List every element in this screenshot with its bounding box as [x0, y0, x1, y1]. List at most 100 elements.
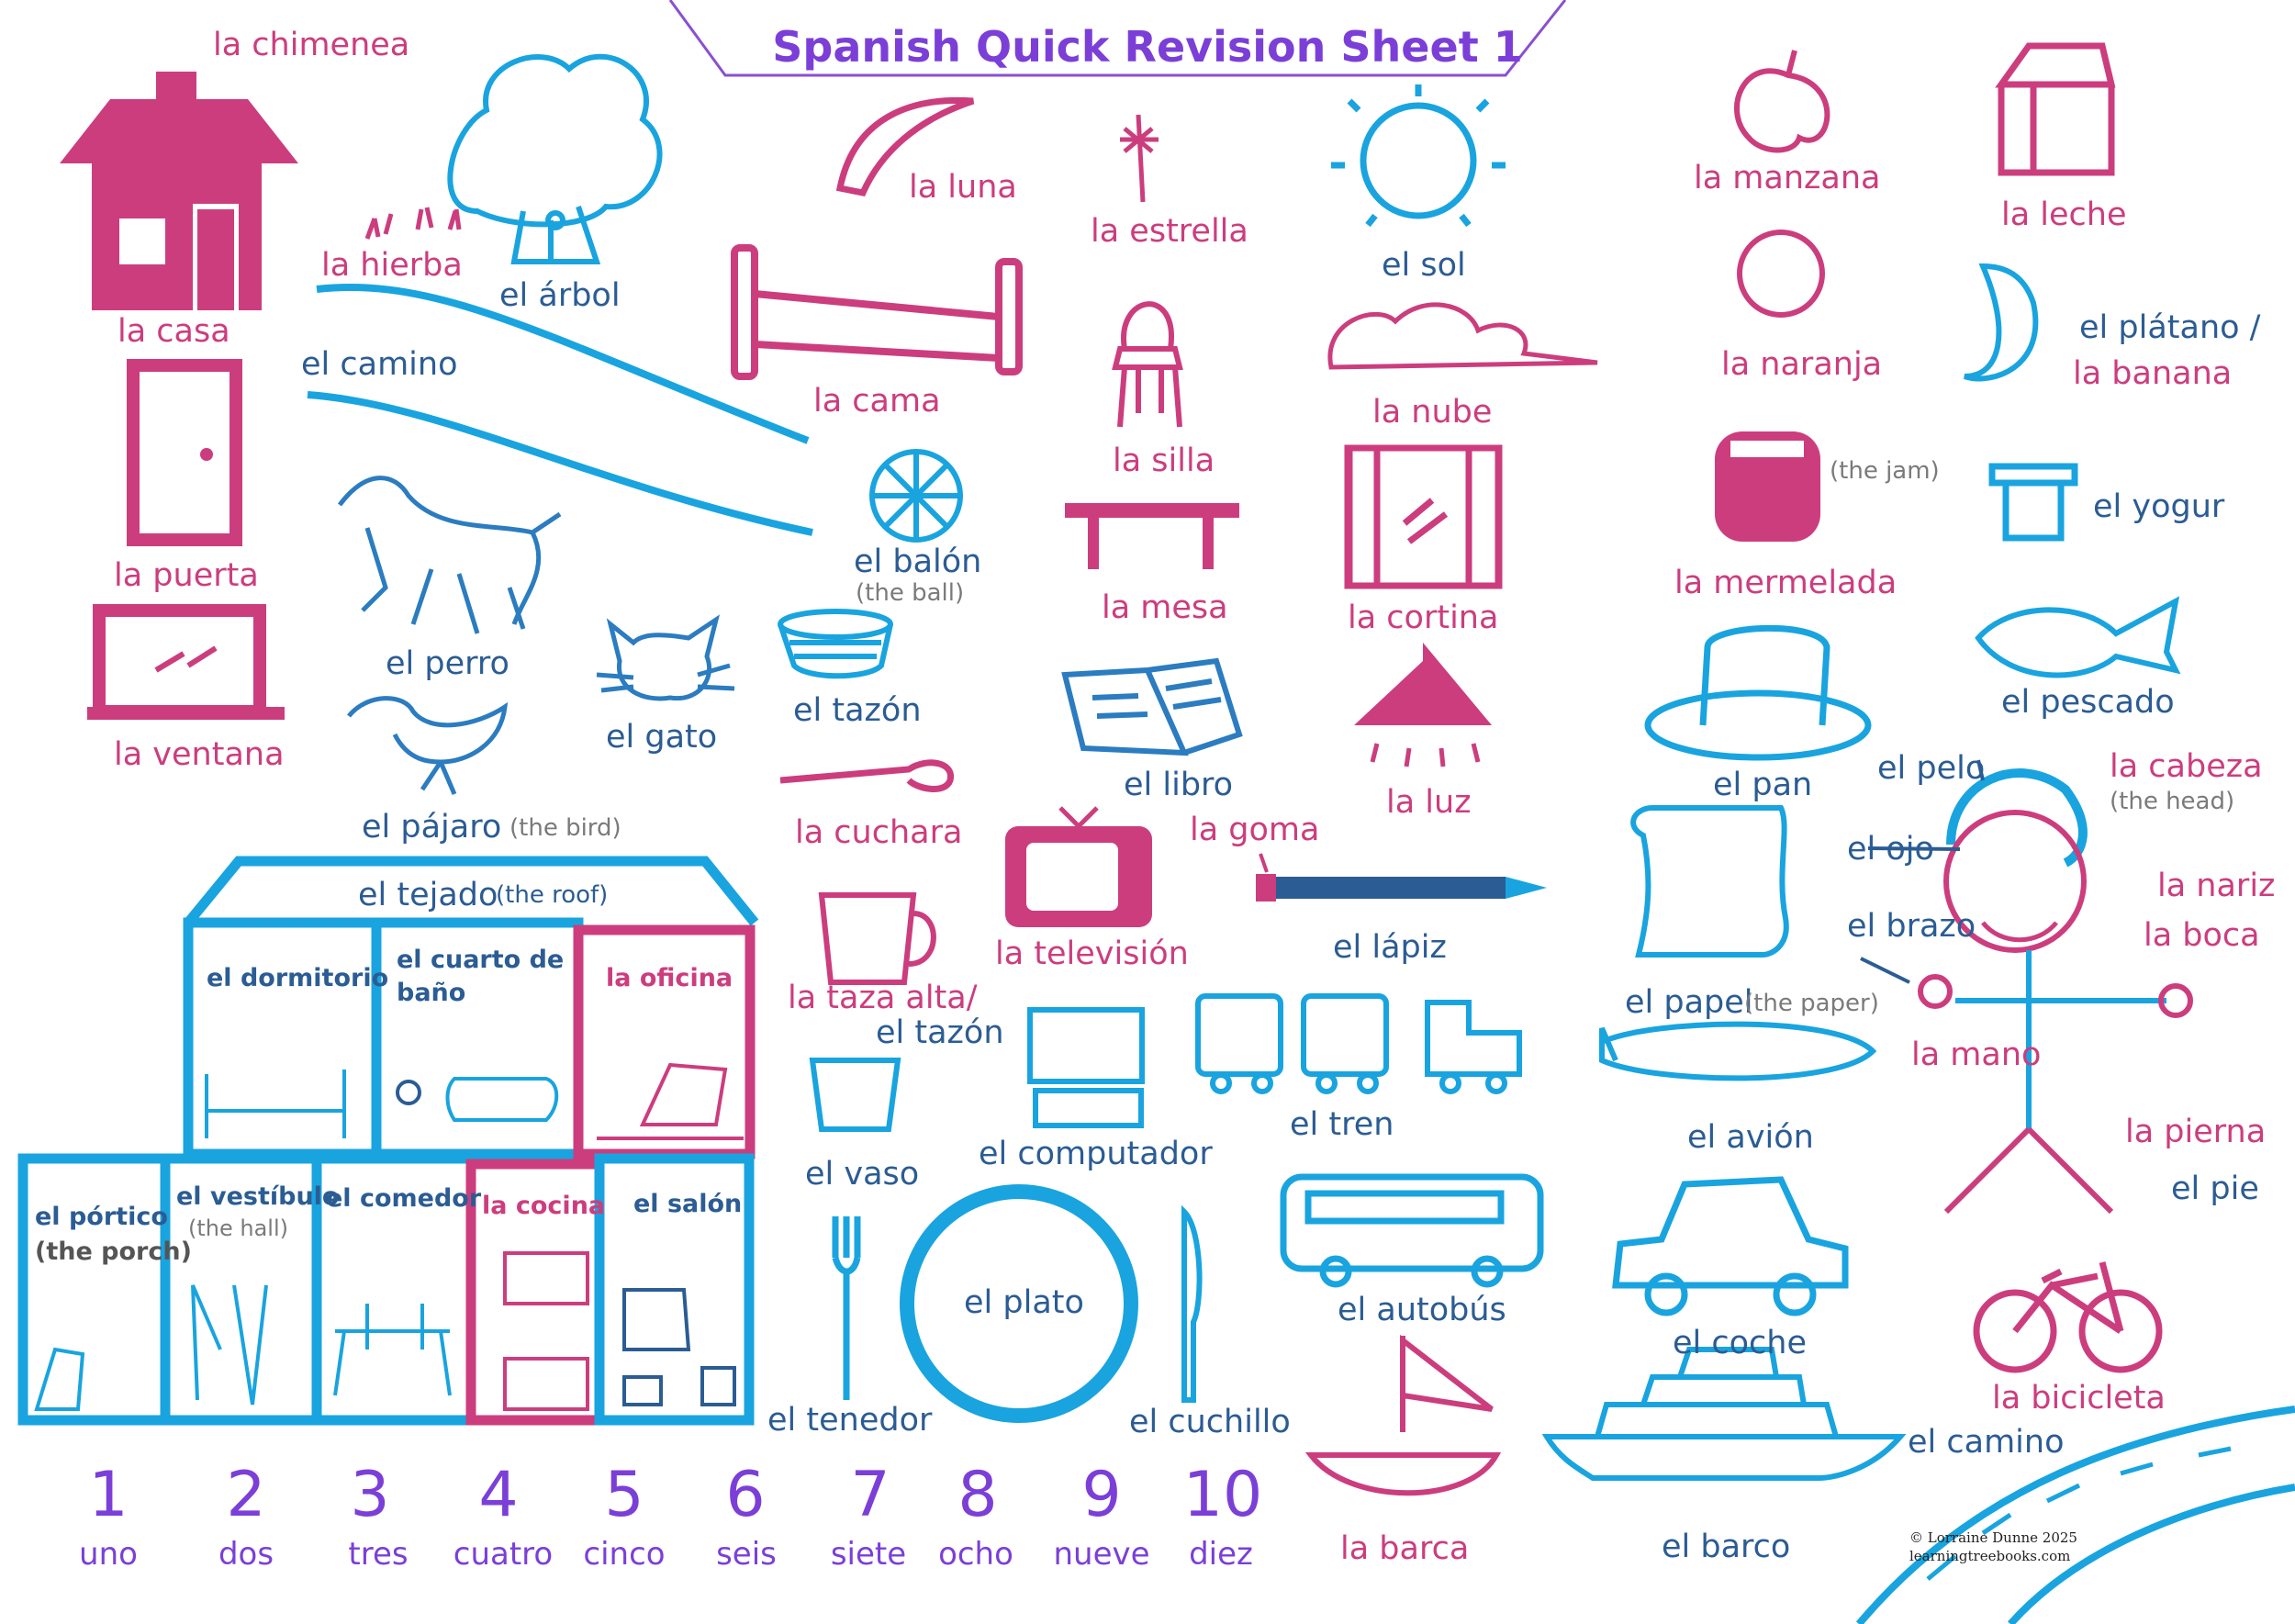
label-barca: la barca — [1340, 1530, 1470, 1567]
label-barco: el barco — [1662, 1529, 1791, 1565]
computer-icon — [1027, 1007, 1145, 1128]
jam-jar-icon — [1715, 431, 1820, 542]
door-icon — [127, 359, 242, 546]
bicycle-icon — [1973, 1261, 2163, 1373]
label-dormitorio: el dormitorio — [207, 964, 389, 992]
label-cortina: la cortina — [1348, 599, 1499, 636]
room-furniture-sketches — [34, 1062, 744, 1411]
car-icon — [1612, 1176, 1849, 1316]
book-icon — [1061, 657, 1243, 756]
label-pie: el pie — [2171, 1170, 2259, 1207]
moon-icon — [835, 96, 975, 196]
sun-icon — [1331, 84, 1506, 228]
label-yogur: el yogur — [2093, 488, 2225, 525]
label-casa: la casa — [118, 313, 230, 350]
number-digit-2: 2 — [226, 1459, 266, 1531]
label-mermelada: la mermelada — [1674, 565, 1898, 601]
label-pajaro: el pájaro — [362, 809, 502, 846]
label-nariz: la nariz — [2157, 868, 2276, 904]
number-digit-9: 9 — [1081, 1459, 1122, 1531]
label-hierba: la hierba — [321, 247, 463, 284]
path-icon — [307, 283, 813, 536]
ball-icon — [869, 449, 963, 543]
label-estrella: la estrella — [1091, 213, 1248, 250]
label-chimenea: la chimenea — [213, 27, 410, 63]
house-icon — [60, 72, 298, 310]
label-brazo: el brazo — [1847, 908, 1976, 945]
banana-icon — [1964, 263, 2039, 382]
label-goma: la goma — [1190, 812, 1320, 848]
page-title: Spanish Quick Revision Sheet 1 — [772, 22, 1523, 72]
label-tejado-en: (the roof) — [496, 881, 609, 909]
label-ojo: el ojo — [1847, 831, 1934, 868]
label-salon: el salón — [633, 1190, 743, 1218]
label-jam-en: (the jam) — [1830, 457, 1940, 485]
dog-icon — [338, 476, 562, 634]
label-tenedor: el tenedor — [767, 1402, 933, 1439]
label-vaso: el vaso — [805, 1156, 920, 1193]
label-arbol: el árbol — [499, 277, 621, 314]
stick-figure-icon — [1860, 759, 2193, 1215]
cat-icon — [596, 614, 735, 701]
label-pan: el pan — [1713, 767, 1813, 803]
fork-icon — [832, 1216, 861, 1400]
label-television: la televisión — [995, 935, 1189, 972]
television-icon — [1005, 806, 1152, 927]
orange-icon — [1737, 230, 1825, 318]
copyright-notice: © Lorraine Dunne 2025 learningtreebooks.… — [1909, 1529, 2077, 1566]
bird-icon — [347, 696, 509, 795]
website-link[interactable]: learningtreebooks.com — [1909, 1548, 2071, 1565]
airplane-icon — [1599, 1021, 1877, 1081]
knife-icon — [1181, 1204, 1203, 1403]
window-icon — [87, 604, 285, 720]
label-taza-alta-tazon: el tazón — [876, 1014, 1004, 1051]
road-icon — [1855, 1406, 2295, 1624]
label-camino-top: el camino — [301, 346, 458, 383]
label-platano: el plátano / — [2079, 309, 2261, 346]
label-vestibulo: el vestíbulo — [176, 1182, 340, 1211]
number-word-4: cuatro — [453, 1536, 554, 1573]
label-silla: la silla — [1113, 442, 1215, 479]
apple-icon — [1734, 50, 1830, 153]
number-word-2: dos — [218, 1536, 274, 1573]
label-libro: el libro — [1124, 767, 1234, 803]
star-icon — [1120, 114, 1159, 203]
title-banner — [668, 0, 1567, 77]
number-digit-5: 5 — [604, 1459, 644, 1531]
label-gato: el gato — [606, 719, 718, 756]
mug-icon — [818, 892, 936, 985]
label-plato: el plato — [964, 1284, 1084, 1321]
label-papel: el papel — [1625, 984, 1753, 1021]
number-digit-6: 6 — [725, 1459, 766, 1531]
yogurt-icon — [1988, 463, 2078, 542]
label-pajaro-en: (the bird) — [509, 814, 621, 842]
label-avion: el avión — [1687, 1119, 1814, 1156]
number-word-1: uno — [79, 1536, 138, 1573]
label-balon: el balón — [854, 543, 982, 580]
label-sol: el sol — [1382, 247, 1466, 284]
number-word-10: diez — [1189, 1536, 1253, 1573]
label-pescado: el pescado — [2001, 684, 2175, 721]
number-digit-4: 4 — [478, 1459, 519, 1531]
label-pierna: la pierna — [2125, 1114, 2267, 1150]
label-mesa: la mesa — [1102, 589, 1228, 626]
plate-icon — [900, 1184, 1138, 1423]
milk-carton-icon — [1995, 42, 2116, 176]
label-vestibulo-en: (the hall) — [188, 1215, 288, 1241]
tree-icon — [447, 53, 663, 264]
number-digit-1: 1 — [88, 1459, 129, 1531]
label-luz: la luz — [1386, 784, 1472, 821]
label-balon-en: (the ball) — [856, 579, 965, 607]
label-taza-alta: la taza alta/ — [788, 980, 978, 1016]
pencil-icon — [1256, 853, 1547, 902]
ship-icon — [1541, 1347, 1907, 1481]
copyright-line: © Lorraine Dunne 2025 — [1909, 1529, 2077, 1546]
number-digit-8: 8 — [957, 1459, 998, 1531]
label-coche: el coche — [1673, 1325, 1807, 1361]
bowl-icon — [778, 609, 893, 679]
label-tren: el tren — [1290, 1106, 1394, 1143]
number-word-3: tres — [348, 1536, 409, 1573]
number-word-7: siete — [830, 1536, 907, 1573]
lamp-icon — [1354, 643, 1492, 767]
